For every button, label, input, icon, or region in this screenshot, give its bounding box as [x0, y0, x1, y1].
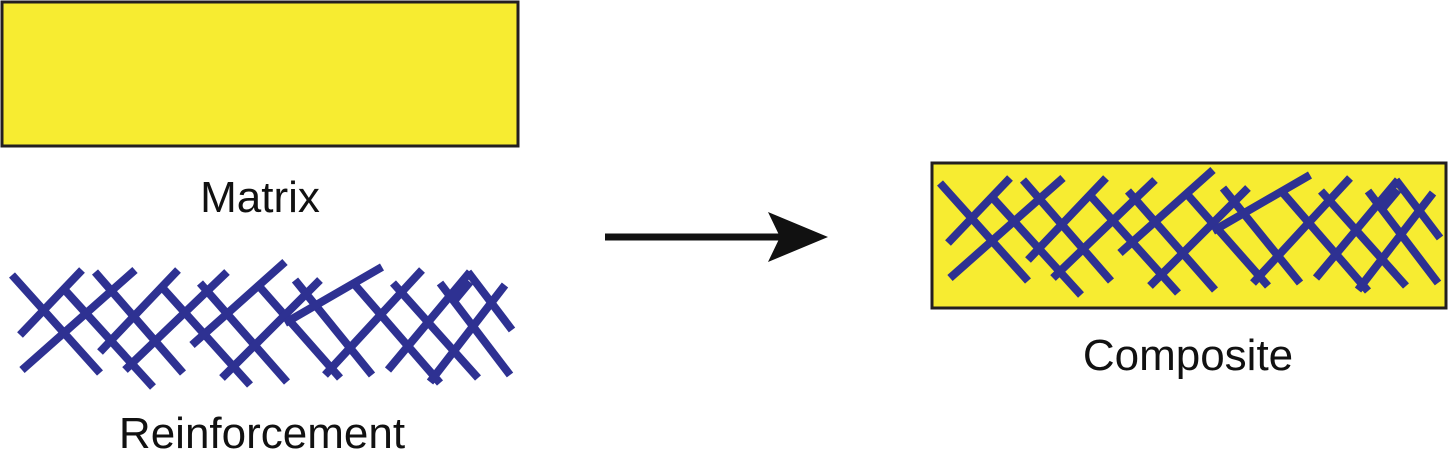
process-arrow: [605, 212, 828, 262]
matrix-block: [0, 0, 520, 148]
matrix-label: Matrix: [200, 173, 320, 222]
composite-label: Composite: [1082, 331, 1294, 380]
arrow-head-icon: [768, 212, 828, 262]
reinforcement-label: Reinforcement: [118, 409, 406, 458]
reinforcement-mesh: [12, 262, 512, 387]
